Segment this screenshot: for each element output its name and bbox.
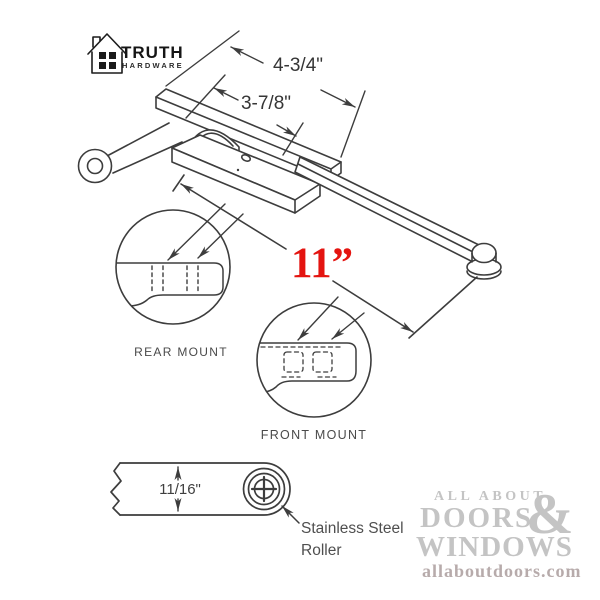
bracket-section: [257, 342, 357, 394]
dimension-overall-track: 4-3/4": [272, 55, 324, 76]
roller-leader-arrow: [281, 505, 300, 524]
leader-arrow: [297, 296, 339, 341]
ext-tick: [172, 174, 185, 192]
brand-subtitle: HARDWARE: [122, 61, 184, 70]
watermark-all-about: ALL ABOUT: [434, 489, 547, 504]
watermark-windows: WINDOWS: [416, 531, 573, 563]
dim-11-arrow-left: [180, 183, 287, 250]
detail-circle: [256, 302, 372, 418]
crank-stub: [106, 122, 183, 174]
front-mount-detail: [256, 296, 372, 418]
leader-arrow: [167, 203, 226, 261]
screw-holes-dashed: [151, 265, 199, 294]
arm-section: [119, 462, 291, 516]
roller-callout-line2: Roller: [301, 542, 342, 559]
dimension-track-height: 11/16": [159, 481, 201, 498]
pivot-stud: [240, 154, 252, 162]
watermark-ampersand: &: [526, 483, 574, 546]
ext-line: [282, 122, 304, 156]
ext-line: [408, 276, 478, 339]
watermark-url: allaboutdoors.com: [422, 561, 582, 581]
dim-4-3-4-arrow-right: [320, 89, 356, 108]
operator-assembly: [77, 88, 502, 280]
crank-hub-inner: [86, 157, 104, 175]
ext-line: [340, 90, 366, 158]
dimension-mount-spacing: 3-7/8": [240, 93, 292, 114]
brand-name: TRUTH: [121, 43, 184, 62]
dim-3-7-8-arrow-right: [276, 124, 297, 137]
roller-screw-cross: [250, 475, 278, 503]
bracket-section: [116, 262, 224, 307]
front-mount-label: FRONT MOUNT: [260, 428, 368, 442]
roller-callout-line1: Stainless Steel: [301, 520, 404, 537]
store-watermark: ALL ABOUT DOORS & WINDOWS allaboutdoors.…: [410, 483, 588, 585]
arm-roller-pin: [471, 242, 497, 264]
dimension-arm-length: 11”: [291, 240, 354, 287]
leader-arrow: [331, 312, 365, 340]
roller-end-view: [110, 462, 300, 524]
screw-holes-dashed: [260, 346, 341, 378]
dim-4-3-4-arrow-left: [230, 46, 264, 64]
dim-3-7-8-arrow-left: [213, 87, 239, 101]
dimension-lines: [165, 30, 478, 339]
ext-line: [165, 30, 240, 87]
dim-11-arrow-right: [332, 280, 414, 333]
watermark-doors: DOORS: [420, 502, 534, 534]
detail-circle: [115, 209, 231, 325]
roller-outer: [242, 467, 286, 511]
leader-arrow: [197, 213, 244, 259]
ext-line: [185, 74, 226, 119]
roller-mid: [247, 472, 281, 506]
rear-mount-detail: [115, 203, 244, 325]
rear-mount-label: REAR MOUNT: [134, 345, 228, 359]
break-line: [110, 462, 122, 516]
truth-house-icon: [87, 33, 127, 74]
crank-hub-outer: [77, 148, 113, 184]
